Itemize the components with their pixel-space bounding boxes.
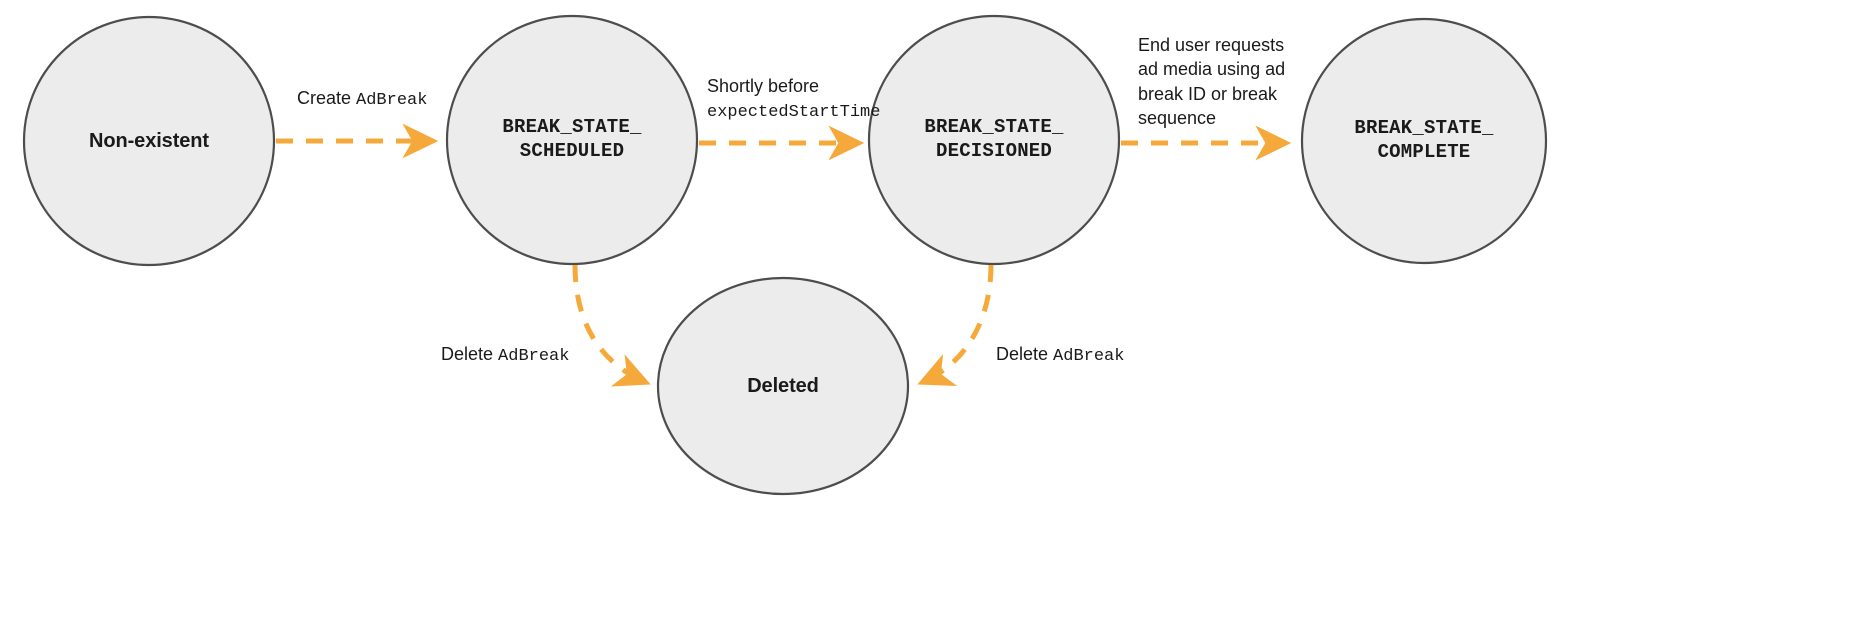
state-node-deleted[interactable] — [656, 276, 910, 496]
state-node-break-state-decisioned[interactable] — [867, 14, 1121, 266]
edge-delete-adbreak-from-decisioned — [917, 264, 994, 386]
state-node-break-state-scheduled[interactable] — [445, 14, 699, 266]
state-node-non-existent[interactable] — [22, 15, 276, 267]
edge-delete-adbreak-from-scheduled — [572, 264, 651, 387]
state-node-break-state-complete[interactable] — [1300, 17, 1548, 265]
